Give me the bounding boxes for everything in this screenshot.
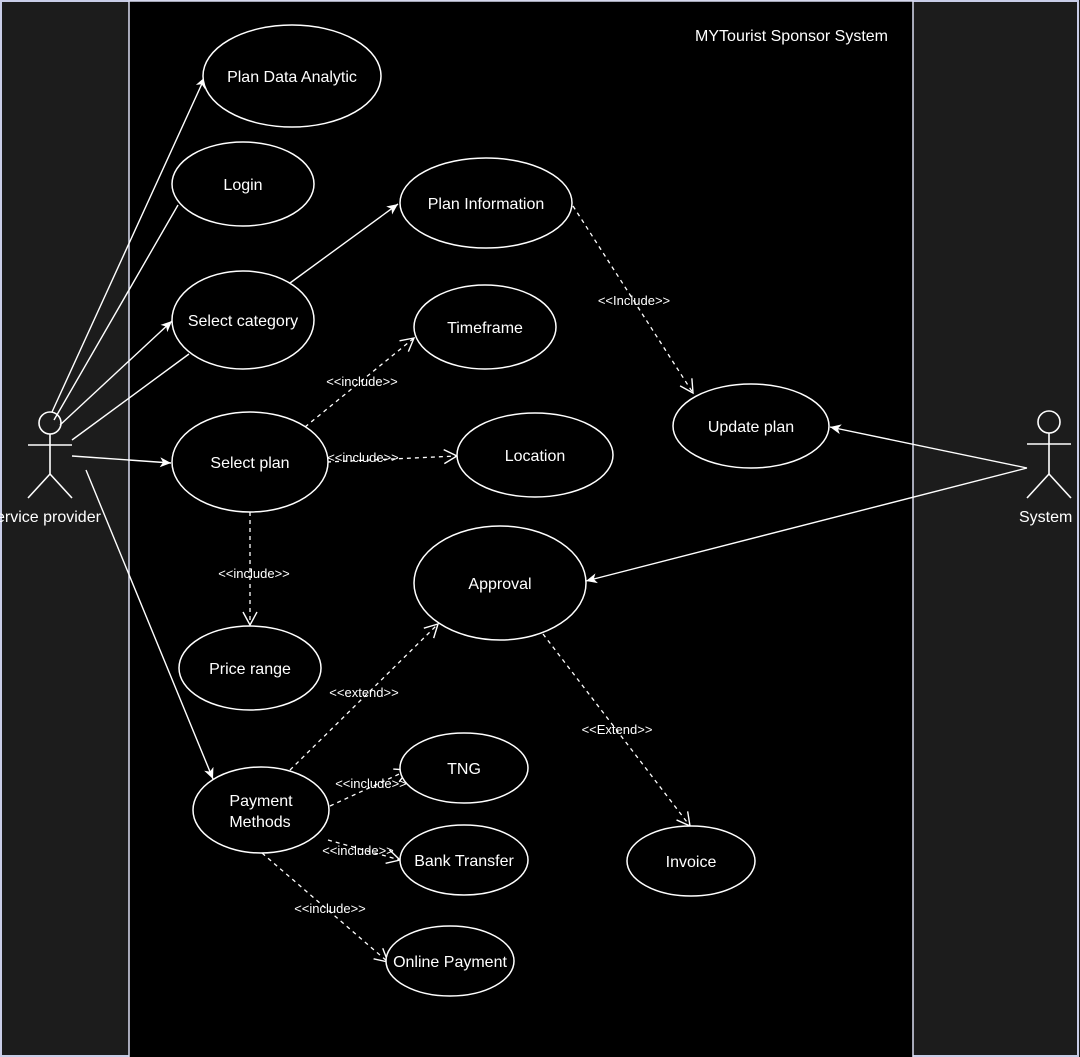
use-case-label-line1: Payment — [229, 793, 293, 810]
label-include-location: <<include>> — [327, 450, 399, 465]
assoc-payment-methods — [85, 469, 214, 780]
use-case-shape — [202, 24, 382, 128]
use-case-plan-data-analytic[interactable]: Plan Data Analytic — [202, 24, 382, 128]
assoc-category-plan-information — [289, 203, 399, 284]
use-case-label: Invoice — [666, 854, 717, 871]
use-case-update-plan[interactable]: Update plan — [672, 383, 830, 469]
assoc-select-category — [59, 320, 173, 426]
assoc-system-update-plan — [829, 424, 1028, 469]
dep-select-plan-location — [326, 448, 459, 465]
label-extend-approval: <<extend>> — [329, 685, 398, 700]
actor-service-provider[interactable] — [27, 411, 73, 499]
use-case-shape — [413, 284, 557, 370]
use-case-login[interactable]: Login — [171, 141, 315, 227]
actor-right-leg — [49, 473, 73, 499]
use-case-timeframe[interactable]: Timeframe — [413, 284, 557, 370]
use-case-shape — [456, 412, 614, 498]
use-case-shape — [413, 525, 587, 641]
label-include-update: <<Include>> — [598, 293, 670, 308]
use-case-label: Select category — [188, 313, 298, 330]
dependencies — [242, 205, 694, 963]
dep-payment-tng — [329, 768, 410, 807]
assoc-select-plan — [71, 455, 172, 468]
use-case-shape — [171, 270, 315, 370]
use-case-label: TNG — [447, 761, 481, 778]
label-include-bank: <<include>> — [322, 843, 394, 858]
dep-approval-invoice — [542, 633, 691, 828]
use-case-label: Approval — [468, 576, 531, 593]
use-case-invoice[interactable]: Invoice — [626, 825, 756, 897]
use-case-approval[interactable]: Approval — [413, 525, 587, 641]
use-case-tng[interactable]: TNG — [399, 732, 529, 804]
use-case-label-line2: Methods — [229, 814, 290, 831]
actor-left-leg — [1026, 473, 1050, 499]
use-case-label: Select plan — [210, 455, 289, 472]
use-case-label: Login — [223, 177, 262, 194]
use-case-label: Location — [505, 448, 566, 465]
assoc-category-plan — [71, 353, 190, 441]
use-case-location[interactable]: Location — [456, 412, 614, 498]
use-case-shape — [399, 824, 529, 896]
use-case-shape — [171, 141, 315, 227]
label-include-timeframe: <<include>> — [326, 374, 398, 389]
use-case-shape — [192, 766, 330, 854]
use-case-shape — [399, 157, 573, 249]
dep-payment-approval — [289, 622, 440, 771]
use-case-label: Update plan — [708, 419, 794, 436]
use-case-label: Price range — [209, 661, 291, 678]
use-case-shape — [385, 925, 515, 997]
use-case-bank-transfer[interactable]: Bank Transfer — [399, 824, 529, 896]
label-include-online: <<include>> — [294, 901, 366, 916]
label-include-price: <<include>> — [218, 566, 290, 581]
label-include-tng: <<include>> — [335, 776, 407, 791]
use-case-shape — [672, 383, 830, 469]
use-case-label: Plan Data Analytic — [227, 69, 357, 86]
use-case-online-payment[interactable]: Online Payment — [385, 925, 515, 997]
assoc-login — [53, 204, 179, 421]
assoc-plan-data-analytic — [51, 76, 206, 413]
associations — [51, 76, 1028, 780]
use-case-shape — [178, 625, 322, 711]
use-case-label: Bank Transfer — [414, 853, 514, 870]
assoc-system-approval — [585, 467, 1028, 584]
actor-system-label: System — [1019, 509, 1072, 526]
use-case-shape — [171, 411, 329, 513]
use-case-label: Plan Information — [428, 196, 545, 213]
actor-left-leg — [27, 473, 51, 499]
use-cases: Plan Data Analytic Login Select category… — [171, 24, 830, 997]
dep-payment-online — [261, 852, 390, 963]
use-case-shape — [626, 825, 756, 897]
dep-plan-info-update-plan — [572, 205, 694, 395]
use-case-shape — [399, 732, 529, 804]
use-case-select-category[interactable]: Select category — [171, 270, 315, 370]
label-extend-invoice: <<Extend>> — [582, 722, 653, 737]
relation-labels: <<Include>> <<include>> <<include>> <<in… — [218, 293, 670, 916]
actor-right-leg — [1048, 473, 1072, 499]
actor-system[interactable] — [1026, 410, 1072, 499]
use-case-select-plan[interactable]: Select plan — [171, 411, 329, 513]
use-case-label: Online Payment — [393, 954, 507, 971]
actor-service-provider-label: ervice provider — [0, 509, 102, 526]
use-case-payment-methods[interactable]: Payment Methods — [192, 766, 330, 854]
use-case-plan-information[interactable]: Plan Information — [399, 157, 573, 249]
use-case-label: Timeframe — [447, 320, 523, 337]
system-title: MYTourist Sponsor System — [695, 28, 888, 45]
use-case-price-range[interactable]: Price range — [178, 625, 322, 711]
